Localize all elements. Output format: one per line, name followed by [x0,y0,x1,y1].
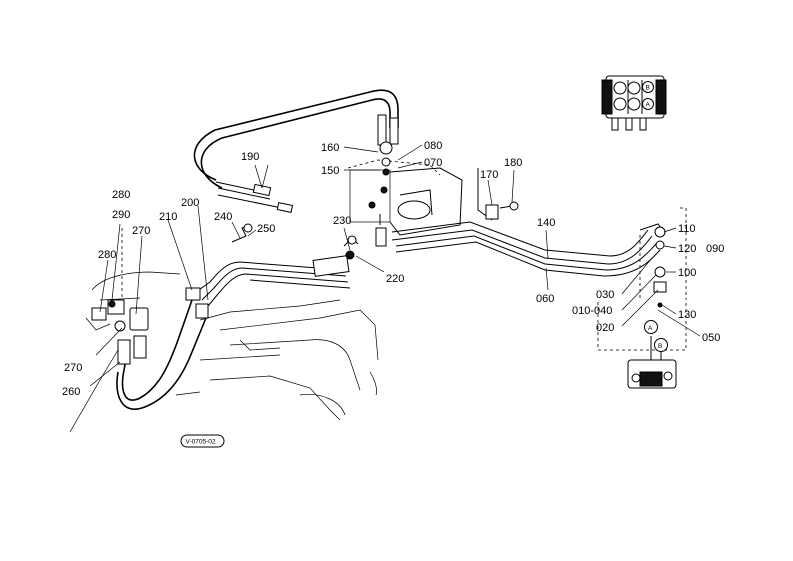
callout-170: 170 [480,169,498,181]
callout-280-upper: 280 [112,189,130,201]
callout-110: 110 [678,223,696,235]
port-a-main: A [644,320,658,334]
callout-220: 220 [386,273,404,285]
callout-230: 230 [333,215,351,227]
control-valve-block [347,141,463,247]
callout-050: 050 [702,332,720,344]
callout-250: 250 [257,223,275,235]
callout-270-upper: 270 [132,225,150,237]
callout-090: 090 [706,243,724,255]
port-a-main-label: A [648,325,653,332]
leader-lines [89,144,701,387]
callout-280-lower: 280 [98,249,116,261]
callout-labels: 190 160 150 080 070 170 180 140 060 110 … [62,140,724,398]
valve-detail-inset: B A [601,75,667,131]
callout-070: 070 [424,157,442,169]
callout-270-lower: 270 [64,362,82,374]
port-a-detail: A [642,98,654,110]
port-a-detail-label: A [646,102,651,109]
callout-120: 120 [678,243,696,255]
callout-010-040: 010-040 [572,305,612,317]
callout-130: 130 [678,309,696,321]
port-b-main-label: B [658,343,662,350]
reference-code-label: V-0705-02 [186,439,216,446]
callout-160: 160 [321,142,339,154]
small-fittings [231,223,359,247]
callout-290: 290 [112,209,130,221]
callout-200: 200 [181,197,199,209]
callout-080: 080 [424,140,442,152]
callout-240: 240 [214,211,232,223]
callout-190: 190 [241,151,259,163]
left-fitting-group [91,228,149,332]
port-b-detail-label: B [646,85,650,92]
callout-260: 260 [62,386,80,398]
upper-loop-hose [193,89,399,213]
long-pipe-bundle [391,221,667,308]
callout-180: 180 [504,157,522,169]
callout-030: 030 [596,289,614,301]
lower-loop-hose [116,299,207,410]
callout-100: 100 [678,267,696,279]
callout-060: 060 [536,293,554,305]
callout-140: 140 [537,217,555,229]
port-b-detail: B [642,81,654,93]
port-b-main: B [654,338,668,352]
reference-code-tag: V-0705-02 [180,434,225,448]
lower-valve-group: A B [597,207,687,389]
lift-pipe-bundle [185,250,355,319]
callout-020: 020 [596,322,614,334]
callout-150: 150 [321,165,339,177]
tractor-body-outline [69,271,379,433]
callout-210: 210 [159,211,177,223]
